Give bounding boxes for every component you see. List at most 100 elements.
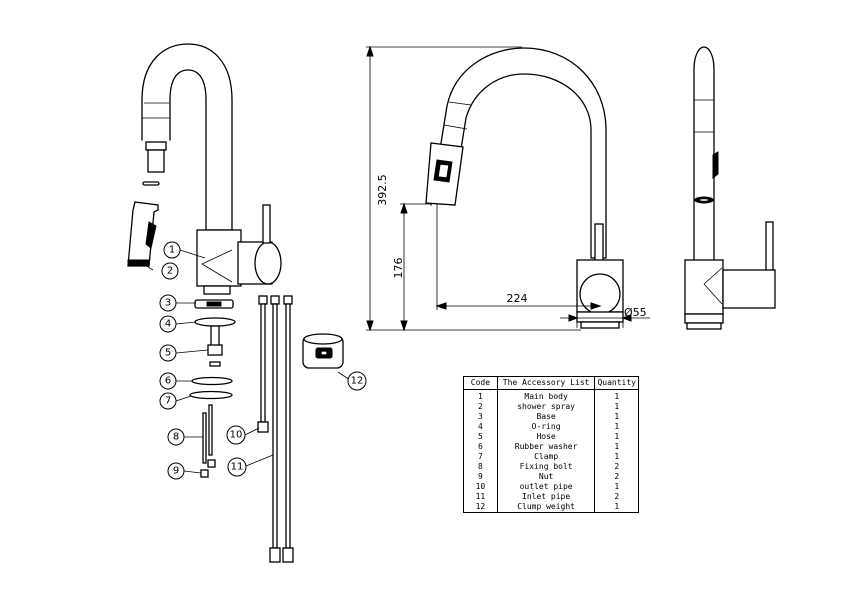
front-view: 392.5 176 224 Ø55 (366, 45, 650, 332)
svg-text:4: 4 (165, 319, 171, 330)
cell-qty: 1 (594, 502, 639, 513)
fixing-bolt-1 (202, 412, 207, 464)
side-spout (693, 46, 715, 261)
cell-qty: 1 (594, 422, 639, 432)
cell-name: O-ring (496, 422, 596, 432)
callout-6: 6 (159, 372, 177, 390)
cell-code: 2 (463, 402, 498, 412)
cell-qty: 1 (594, 452, 639, 462)
rubber-washer-part (191, 376, 233, 386)
callout-5: 5 (159, 344, 177, 362)
inlet-pipe-2 (285, 303, 291, 549)
outlet-pipe (260, 303, 266, 423)
dimension-lines (366, 46, 650, 331)
cell-code: 5 (463, 432, 498, 442)
spray-oring (142, 181, 160, 186)
cell-name: Base (496, 412, 596, 422)
dim-spout-height: 176 (392, 258, 405, 279)
callout-3: 3 (159, 294, 177, 312)
side-handle-lever (765, 221, 774, 275)
svg-text:3: 3 (165, 298, 171, 309)
callout-2: 2 (161, 262, 179, 280)
cell-code: 12 (463, 502, 498, 513)
main-body-block (196, 229, 242, 287)
callout-11: 11 (227, 457, 247, 477)
cell-qty: 1 (594, 442, 639, 452)
cell-qty: 2 (594, 462, 639, 472)
cell-name: Inlet pipe (496, 492, 596, 502)
inlet-pipe-1 (272, 303, 278, 549)
cell-name: shower spray (496, 402, 596, 412)
callout-12: 12 (347, 371, 367, 391)
cell-qty: 2 (594, 492, 639, 502)
callout-10: 10 (226, 425, 246, 445)
inlet-pipe-2-top (283, 295, 293, 305)
table-header-row: Code The Accessory List Quantity (463, 376, 639, 390)
cell-name: Clamp (496, 452, 596, 462)
svg-text:8: 8 (173, 432, 179, 443)
inlet-pipe-1-top (270, 295, 280, 305)
dim-diameter: Ø55 (624, 306, 647, 319)
cell-name: Main body (496, 389, 596, 402)
nut-2 (207, 459, 216, 468)
handle-lever (262, 204, 271, 244)
fixing-bolt-2 (208, 404, 213, 456)
front-base (576, 311, 624, 323)
cell-qty: 1 (594, 412, 639, 422)
dim-total-height: 392.5 (376, 174, 389, 206)
col-header-accessory: The Accessory List (496, 376, 596, 390)
clamp-part (189, 390, 233, 400)
col-header-code: Code (463, 376, 498, 390)
spout-connector (145, 141, 167, 151)
svg-text:7: 7 (165, 396, 171, 407)
cell-code: 9 (463, 472, 498, 482)
front-base-plate (580, 321, 620, 329)
svg-text:9: 9 (173, 466, 179, 477)
cell-name: outlet pipe (496, 482, 596, 492)
cell-code: 11 (463, 492, 498, 502)
cell-name: Hose (496, 432, 596, 442)
side-view (684, 46, 776, 330)
front-handle-cap (579, 273, 621, 315)
cell-code: 1 (463, 389, 498, 402)
cell-qty: 1 (594, 432, 639, 442)
body-neck (203, 285, 231, 295)
cell-code: 10 (463, 482, 498, 492)
outlet-pipe-top (258, 295, 268, 305)
svg-text:1: 1 (169, 245, 175, 256)
inlet-pipe-1-nut (269, 547, 281, 563)
callout-1: 1 (163, 241, 181, 259)
exploded-view: 1 2 3 4 5 6 7 8 (127, 43, 367, 563)
callout-7: 7 (159, 392, 177, 410)
hose-washer (209, 361, 221, 367)
cell-code: 7 (463, 452, 498, 462)
handle-cap (254, 241, 282, 285)
cell-code: 8 (463, 462, 498, 472)
cell-qty: 1 (594, 402, 639, 412)
cell-name: Rubber washer (496, 442, 596, 452)
side-base-plate (686, 322, 722, 330)
hose-part (210, 325, 220, 347)
side-base (684, 313, 724, 324)
svg-text:5: 5 (165, 348, 171, 359)
cell-code: 3 (463, 412, 498, 422)
col-header-quantity: Quantity (594, 376, 639, 390)
side-body (684, 259, 724, 315)
outlet-pipe-nut (257, 421, 269, 433)
svg-text:10: 10 (230, 430, 243, 441)
hose-fitting (207, 344, 223, 356)
cell-qty: 1 (594, 389, 639, 402)
inlet-pipe-2-nut (282, 547, 294, 563)
cell-name: Clump weight (496, 502, 596, 513)
callout-9: 9 (167, 462, 185, 480)
